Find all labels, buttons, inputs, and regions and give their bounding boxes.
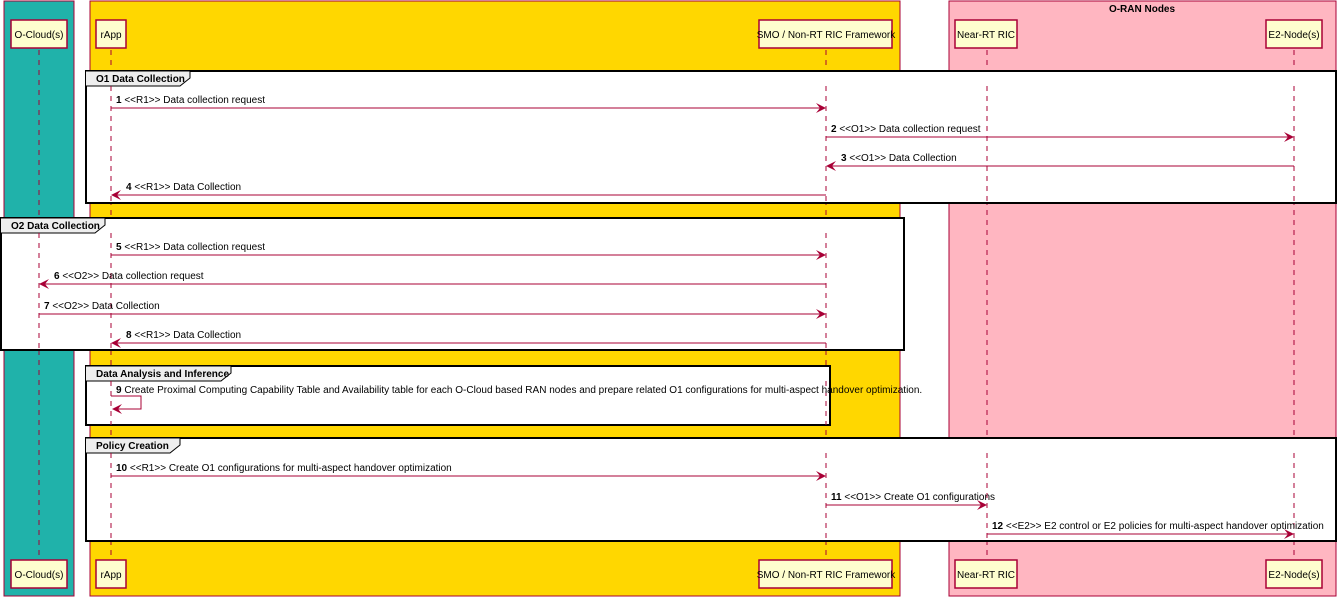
- participant-ocloud-top: O-Cloud(s): [10, 19, 68, 49]
- message-12: 12 <<E2>> E2 control or E2 policies for …: [987, 521, 1324, 539]
- message-label: 3 <<O1>> Data Collection: [841, 153, 957, 164]
- group-title: Data Analysis and Inference: [96, 369, 229, 380]
- message-label: 2 <<O1>> Data collection request: [831, 124, 981, 135]
- participant-ocloud-bottom: O-Cloud(s): [10, 559, 68, 589]
- group-title: O1 Data Collection: [96, 74, 185, 85]
- message-11: 11 <<O1>> Create O1 configurations: [826, 492, 995, 510]
- participant-label: Near-RT RIC: [957, 570, 1015, 581]
- message-9: 9 Create Proximal Computing Capability T…: [111, 385, 922, 414]
- group-policy-creation: Policy Creation: [85, 437, 1337, 542]
- message-1: 1 <<R1>> Data collection request: [111, 95, 826, 113]
- participant-label: rApp: [100, 570, 122, 581]
- participant-smo-bottom: SMO / Non-RT RIC Framework: [757, 559, 897, 589]
- participant-nearrt-bottom: Near-RT RIC: [954, 559, 1018, 589]
- message-6: 6 <<O2>> Data collection request: [39, 271, 826, 289]
- participant-label: O-Cloud(s): [15, 570, 64, 581]
- participant-label: SMO / Non-RT RIC Framework: [757, 30, 897, 41]
- message-label: 1 <<R1>> Data collection request: [116, 95, 265, 106]
- message-label: 8 <<R1>> Data Collection: [126, 330, 241, 341]
- participant-label: O-Cloud(s): [15, 30, 64, 41]
- participant-label: E2-Node(s): [1268, 570, 1319, 581]
- participant-label: E2-Node(s): [1268, 30, 1319, 41]
- lifelines-overlay: [38, 86, 1295, 541]
- message-8: 8 <<R1>> Data Collection: [111, 330, 826, 348]
- oran-nodes-title: O-RAN Nodes: [1109, 4, 1176, 15]
- self-message-arrow: [111, 395, 142, 414]
- message-label: 5 <<R1>> Data collection request: [116, 242, 265, 253]
- participant-smo-top: SMO / Non-RT RIC Framework: [757, 19, 897, 49]
- message-label: 6 <<O2>> Data collection request: [54, 271, 204, 282]
- message-2: 2 <<O1>> Data collection request: [826, 124, 1294, 142]
- participant-label: Near-RT RIC: [957, 30, 1015, 41]
- message-7: 7 <<O2>> Data Collection: [39, 301, 826, 319]
- message-10: 10 <<R1>> Create O1 configurations for m…: [111, 463, 826, 481]
- group-title: Policy Creation: [96, 441, 169, 452]
- participant-rapp-bottom: rApp: [95, 559, 127, 589]
- participant-nearrt-top: Near-RT RIC: [954, 19, 1018, 49]
- message-4: 4 <<R1>> Data Collection: [111, 182, 826, 200]
- message-label: 7 <<O2>> Data Collection: [44, 301, 160, 312]
- participant-label: rApp: [100, 30, 122, 41]
- participant-rapp-top: rApp: [95, 19, 127, 49]
- message-label: 4 <<R1>> Data Collection: [126, 182, 241, 193]
- message-label: 12 <<E2>> E2 control or E2 policies for …: [992, 521, 1324, 532]
- messages: 1 <<R1>> Data collection request 2 <<O1>>…: [39, 95, 1324, 539]
- message-label: 11 <<O1>> Create O1 configurations: [831, 492, 995, 503]
- participant-label: SMO / Non-RT RIC Framework: [757, 570, 897, 581]
- message-5: 5 <<R1>> Data collection request: [111, 242, 826, 260]
- group-data-analysis: Data Analysis and Inference: [85, 365, 831, 426]
- message-label: 9 Create Proximal Computing Capability T…: [116, 385, 922, 396]
- participant-e2node-bottom: E2-Node(s): [1265, 559, 1323, 589]
- message-label: 10 <<R1>> Create O1 configurations for m…: [116, 463, 452, 474]
- group-title: O2 Data Collection: [11, 221, 100, 232]
- participant-e2node-top: E2-Node(s): [1265, 19, 1323, 49]
- message-3: 3 <<O1>> Data Collection: [826, 153, 1294, 171]
